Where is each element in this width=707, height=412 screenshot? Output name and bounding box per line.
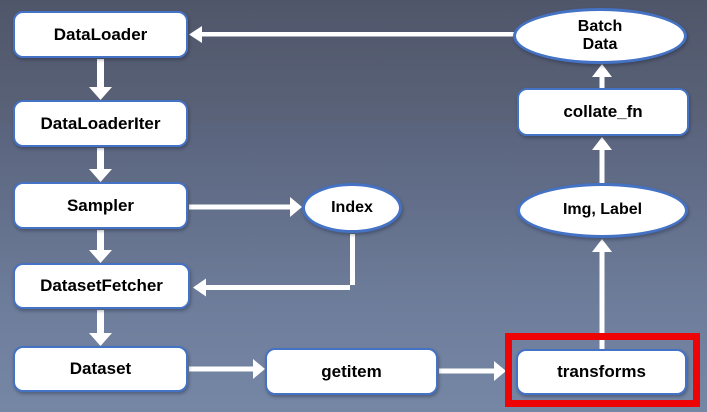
highlight-red-box [505, 333, 700, 407]
ellipse-img-label: Img, Label [517, 183, 688, 238]
node-sampler: Sampler [13, 182, 188, 229]
ellipse-batch-data-line2: Data [582, 36, 618, 53]
node-getitem: getitem [265, 348, 438, 395]
node-getitem-label: getitem [321, 361, 382, 381]
arrow-dataloaderiter-to-sampler [89, 148, 112, 182]
arrow-imglabel-to-collatefn [592, 137, 612, 183]
ellipse-batch-data: Batch Data [513, 8, 687, 64]
arrow-transforms-to-imglabel [592, 239, 612, 349]
arrow-collatefn-to-batchdata [592, 64, 612, 88]
node-transforms: transforms [516, 349, 687, 395]
node-dataloaderiter: DataLoaderIter [13, 100, 188, 147]
arrow-sampler-to-index [189, 197, 302, 217]
node-sampler-label: Sampler [66, 195, 135, 215]
ellipse-batch-data-line1: Batch [577, 17, 623, 35]
arrow-dataset-to-getitem [189, 359, 265, 379]
arrow-sampler-to-datasetfetcher [89, 230, 112, 263]
arrow-getitem-to-transforms [439, 361, 506, 381]
arrow-batchdata-to-dataloader [189, 26, 514, 43]
arrow-index-to-datasetfetcher [193, 234, 355, 297]
node-datasetfetcher: DatasetFetcher [13, 263, 190, 309]
node-datasetfetcher-label: DatasetFetcher [40, 276, 163, 295]
node-collate-fn-label: collate_fn [563, 102, 643, 121]
node-collate-fn: collate_fn [517, 88, 689, 136]
ellipse-index-label: Index [331, 198, 373, 216]
arrow-datasetfetcher-to-dataset [89, 310, 112, 346]
ellipse-index: Index [302, 183, 402, 233]
node-dataloaderiter-label: DataLoaderIter [40, 113, 161, 133]
ellipse-img-label-label: Img, Label [562, 201, 643, 219]
node-dataset: Dataset [13, 346, 188, 392]
node-transforms-label: transforms [557, 362, 646, 381]
arrow-dataloader-to-dataloaderiter [89, 59, 112, 100]
node-dataloader-label: DataLoader [53, 24, 148, 44]
node-dataset-label: Dataset [69, 359, 132, 378]
node-dataloader: DataLoader [13, 11, 188, 58]
